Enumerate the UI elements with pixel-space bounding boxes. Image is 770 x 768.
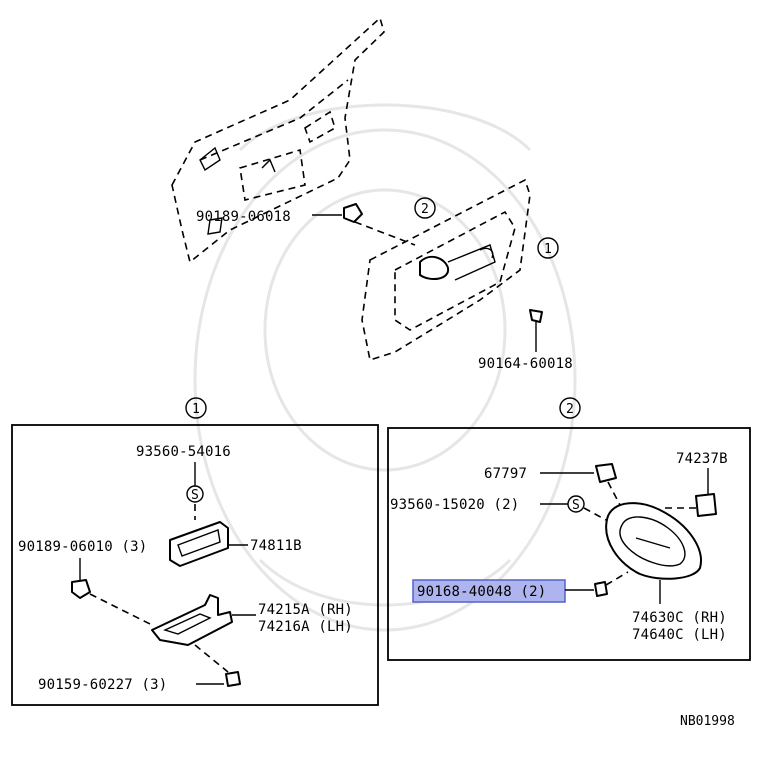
svg-text:S: S: [191, 488, 199, 503]
label-90164-60018: 90164-60018: [478, 356, 573, 372]
svg-text:2: 2: [566, 402, 574, 417]
box2-nut-67797[interactable]: 67797: [484, 463, 621, 506]
box1-plug-93560-54016[interactable]: 93560-54016 S: [136, 444, 231, 520]
label-67797: 67797: [484, 466, 527, 482]
label-93560-54016: 93560-54016: [136, 444, 231, 460]
screw-90164-60018[interactable]: 90164-60018: [478, 309, 573, 372]
callout-2-box-label: 2: [559, 397, 581, 419]
box2-cover-74630C[interactable]: 74630C (RH) 74640C (LH): [605, 502, 727, 643]
callout-2-upper: 2: [414, 197, 436, 219]
label-74811B: 74811B: [250, 538, 302, 554]
label-74630C: 74630C (RH): [632, 610, 727, 626]
box1-clip-90189-06010[interactable]: 90189-06010 (3): [18, 539, 151, 625]
door-frame-drawing: [171, 16, 385, 264]
label-90189-06018: 90189-06018: [196, 209, 291, 225]
label-74237B: 74237B: [676, 451, 728, 467]
box2-plug-93560-15020[interactable]: 93560-15020 (2) S: [390, 495, 607, 521]
svg-text:S: S: [572, 498, 580, 513]
box1-screw-90159-60227[interactable]: 90159-60227 (3): [38, 671, 241, 693]
label-74215A: 74215A (RH): [258, 602, 353, 618]
svg-text:1: 1: [192, 402, 200, 417]
label-90159-60227: 90159-60227 (3): [38, 677, 167, 693]
svg-text:1: 1: [544, 242, 552, 257]
svg-text:2: 2: [421, 202, 429, 217]
label-90189-06010: 90189-06010 (3): [18, 539, 147, 555]
door-trim-panel-drawing: [361, 178, 531, 362]
detail-box-2: [387, 427, 751, 661]
callout-1-upper: 1: [537, 237, 559, 259]
part-highlight: [412, 579, 566, 603]
label-74216A: 74216A (LH): [258, 619, 353, 635]
label-90168-40048: 90168-40048 (2): [417, 584, 546, 600]
clip-90189-06018[interactable]: 90189-06018: [196, 203, 416, 246]
callout-1-box-label: 1: [185, 397, 207, 419]
box2-screw-90168-40048[interactable]: 90168-40048 (2): [412, 571, 629, 603]
detail-box-1: [11, 424, 379, 706]
box2-retainer-74237B[interactable]: 74237B: [660, 451, 728, 517]
box1-base-74215A[interactable]: 74215A (RH) 74216A (LH): [151, 594, 353, 673]
box1-bezel-74811B[interactable]: 74811B: [169, 521, 302, 567]
diagram-code: NB01998: [680, 714, 735, 729]
label-74640C: 74640C (LH): [632, 627, 727, 643]
label-93560-15020: 93560-15020 (2): [390, 497, 519, 513]
